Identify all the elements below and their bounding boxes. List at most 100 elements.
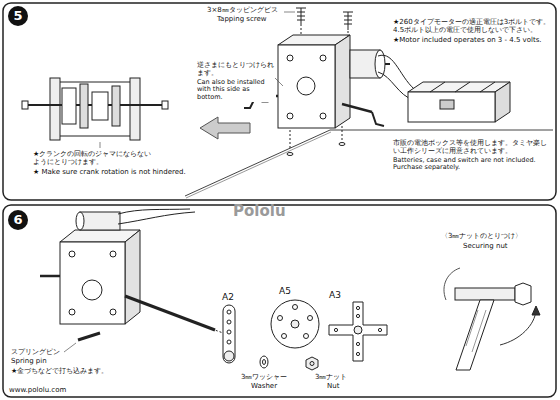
output-shaft [125,296,226,334]
panel-frame [3,205,556,397]
tapping-screw [343,12,353,30]
gearbox [287,55,293,61]
gearbox [278,45,335,128]
crank-a3 [329,302,387,361]
crank-a2 [227,330,231,334]
tapping-screw [301,28,302,34]
warning-note: ★Motor included operates on 3 - 4.5 volt… [392,36,552,44]
gearbox-side-view [60,136,130,137]
gearbox-side-view [112,86,120,126]
step-number: 6 [8,210,28,230]
spring-pin [78,333,100,340]
crank-a5 [291,320,299,328]
part-name: Nut [326,382,340,390]
gearbox [40,275,60,278]
note-text: Batteries, case and switch are not inclu… [392,157,552,173]
warning-note: ★260タイプモーターの適正電圧は3ボルトです。4.5ボルト以上の電圧で使用しな… [392,18,552,35]
mounting-hole [290,130,291,150]
tapping-screw [348,31,349,36]
motor [385,63,390,65]
nut [306,357,318,370]
gearbox [60,242,125,324]
crank-a2 [223,305,235,363]
note-text: ★クランクの回転のジャマにならないようにとりつけます。 [32,150,156,167]
motor [76,212,120,230]
securing-nut-detail [444,268,460,300]
crank-a3 [356,314,359,317]
gearbox [40,230,140,324]
part-name: スプリングピン [10,348,61,356]
panel-frame [3,3,556,397]
gearbox-side-view [130,78,140,140]
gearbox [110,309,116,315]
gearbox-side-view [22,78,168,140]
battery-box [408,92,495,122]
spring-pin [64,343,76,352]
part-name: Tapping screw [216,15,268,23]
crank-a5 [282,334,287,339]
washer [263,360,266,365]
gearbox [320,113,326,119]
crank-a2 [227,310,231,314]
gearbox-side-view [62,88,76,124]
gearbox [69,309,75,315]
crank-a3 [354,326,362,334]
battery-box [495,82,510,122]
note-text: ★ Make sure crank rotation is not hinder… [32,168,194,176]
detail-title: Securing nut [462,242,509,250]
mounting-hole [287,153,293,156]
crank-a3 [378,328,381,331]
battery-box [480,82,495,92]
gearbox [320,55,326,61]
leader-line [275,78,283,86]
securing-nut-detail [444,268,540,370]
table-surface [185,130,553,196]
watermark: www.pololu.com [8,386,67,394]
part-name: 3㎜ワッシャー [240,373,288,381]
battery-box [408,82,510,92]
direction-arrow [200,117,250,139]
crank-a3 [329,302,387,361]
part-number: A3 [328,290,342,301]
tapping-screw [296,8,306,26]
part-number: A5 [278,286,292,297]
mounting-hole [342,126,343,140]
crank-a3 [356,306,359,309]
wire [378,55,418,92]
gearbox-side-view [50,78,60,140]
battery-box [455,82,470,92]
gearbox [82,280,102,300]
table-surface [185,130,553,198]
battery-box [440,100,454,109]
nut [310,362,314,366]
crank-a2 [224,351,234,361]
spring-pin [64,333,100,352]
mounting-hole [287,126,345,156]
securing-nut-detail [515,283,531,305]
gearbox [335,35,350,128]
motor [80,212,120,230]
gearbox [297,77,315,95]
gearbox [69,251,75,257]
table-surface [186,132,331,198]
gearbox-side-view [92,92,108,120]
securing-nut-detail [472,310,486,352]
nut [306,357,318,370]
part-name: Washer [250,382,278,390]
crank-a5 [304,334,309,339]
motor [350,50,390,78]
wire [118,212,195,224]
crank-a5 [308,316,313,321]
direction-arrow [200,117,250,139]
note-text: 逆さまにもとりつけられます。 [196,62,276,78]
watermark: Pololu [232,202,287,220]
note-text: ★金づちなどで打ち込みます。 [10,367,109,375]
gearbox [287,113,293,119]
note-text: 市販の電池ボックス等を使用します。タミヤ楽しい工作シリーズに用意されています。 [392,140,552,156]
gearbox [342,104,372,112]
gearbox-side-view [162,101,168,109]
gearbox [110,251,116,257]
leader-line [100,142,101,148]
battery-box [430,82,445,92]
